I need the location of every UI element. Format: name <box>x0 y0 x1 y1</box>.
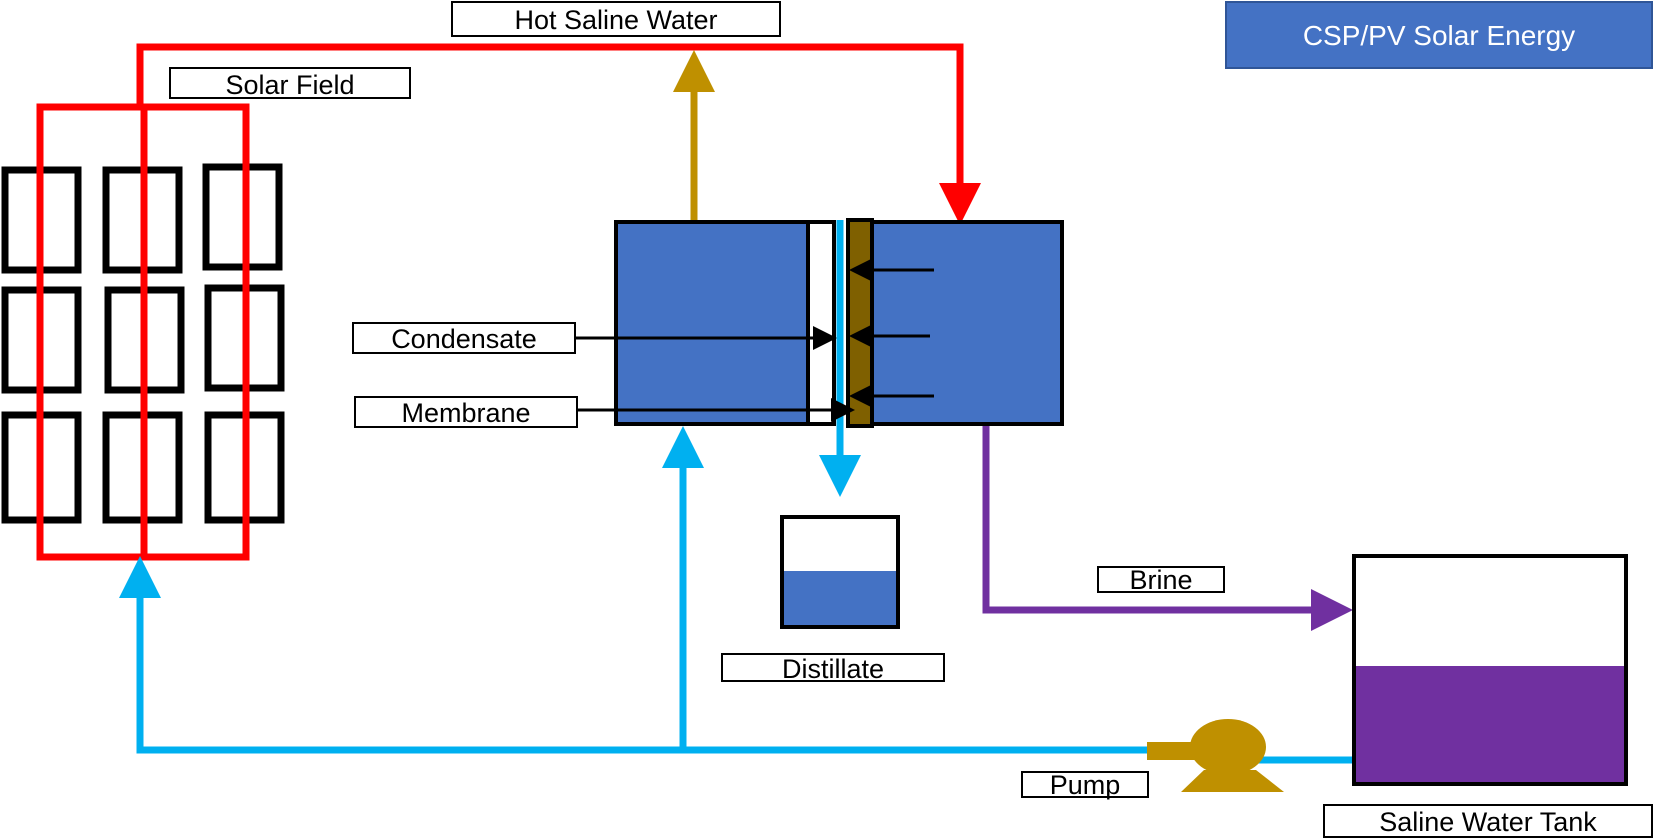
label-text: Brine <box>1129 565 1192 595</box>
pump-casing <box>1190 719 1266 775</box>
label-pump: Pump <box>1021 770 1149 800</box>
label-distillate: Distillate <box>721 653 945 684</box>
hot-loop <box>136 43 981 225</box>
label-text: Saline Water Tank <box>1379 807 1597 837</box>
label-solar-field: Solar Field <box>169 67 411 100</box>
banner: CSP/PV Solar Energy <box>1225 1 1653 69</box>
label-pointers <box>576 326 855 422</box>
label-hot-saline-water: Hot Saline Water <box>451 1 781 37</box>
solar-field <box>1 103 285 561</box>
label-text: Hot Saline Water <box>514 5 717 35</box>
label-box <box>1097 566 1225 593</box>
label-box <box>451 1 781 37</box>
label-box <box>354 396 578 428</box>
label-text: Pump <box>1050 770 1121 800</box>
pump-nozzle <box>1147 742 1199 760</box>
label-text: Membrane <box>401 398 530 428</box>
pump-base <box>1181 770 1284 792</box>
brine-line <box>982 426 1353 631</box>
banner-text: CSP/PV Solar Energy <box>1303 20 1575 51</box>
label-text: Solar Field <box>225 70 354 100</box>
distillate-tank <box>780 515 900 629</box>
label-membrane: Membrane <box>354 396 578 428</box>
md-module <box>614 218 1064 497</box>
hot-saline-line <box>136 43 981 225</box>
saline-water-tank <box>1352 554 1628 786</box>
distillate-level <box>784 571 896 625</box>
saline-tank-level <box>1356 666 1624 782</box>
cold-loop <box>119 426 1352 764</box>
label-box <box>721 653 945 682</box>
banner-box <box>1225 1 1653 69</box>
pump-icon <box>1147 719 1284 792</box>
vapor-flux-arrows <box>849 258 934 408</box>
label-box <box>352 322 576 354</box>
hot-channel <box>870 220 1064 426</box>
label-box <box>1323 804 1653 838</box>
label-brine: Brine <box>1097 565 1225 595</box>
label-text: Condensate <box>391 324 537 354</box>
label-box <box>169 67 411 99</box>
label-saline-water-tank: Saline Water Tank <box>1323 804 1653 838</box>
label-box <box>1021 771 1149 798</box>
label-condensate: Condensate <box>352 322 576 354</box>
cold-channel <box>614 220 810 426</box>
label-text: Distillate <box>782 654 884 684</box>
air-gap <box>806 220 836 426</box>
feed-to-solar-line <box>119 556 1147 754</box>
